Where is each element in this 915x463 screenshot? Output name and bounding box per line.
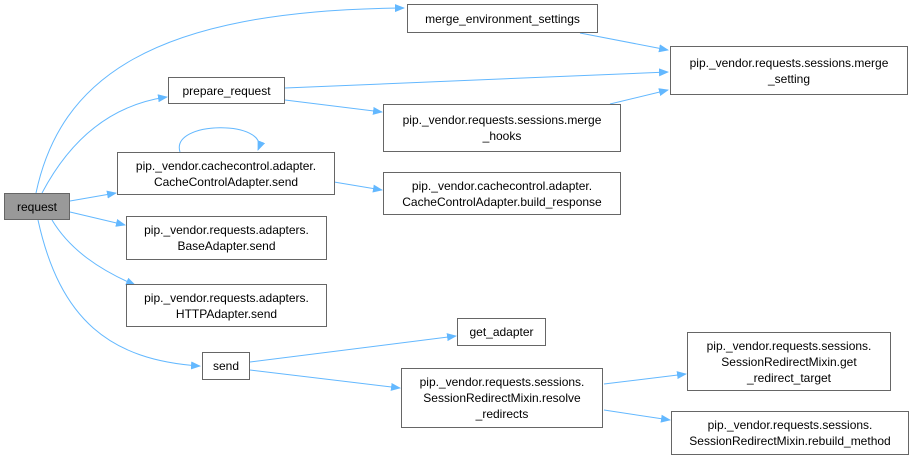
edge-prepare-request-to-merge-hooks — [284, 99, 383, 115]
node-base-adapter-send-line-2: BaseAdapter.send — [177, 239, 276, 253]
node-send[interactable]: send — [202, 352, 250, 380]
node-prepare-request-label: prepare_request — [182, 83, 271, 98]
node-request-label: request — [16, 199, 58, 214]
node-get-redirect-target-line-1: pip._vendor.requests.sessions. — [706, 338, 872, 353]
node-merge-environment-settings-label: merge_environment_settings — [425, 11, 580, 26]
node-resolve-redirects-line-2: SessionRedirectMixin.resolve — [423, 391, 581, 405]
node-cachecontrol-adapter-send-line-2: CacheControlAdapter.send — [153, 174, 299, 189]
node-cachecontrol-adapter-send[interactable]: pip._vendor.cachecontrol.adapter. CacheC… — [117, 152, 335, 195]
edge-send-to-resolve-redirects — [249, 369, 401, 391]
node-get-redirect-target-line-3: _redirect_target — [746, 370, 832, 385]
node-get-redirect-target-line-2: SessionRedirectMixin.get — [721, 354, 857, 369]
edge-merge-environment-settings-to-merge-setting — [579, 32, 669, 53]
node-request[interactable]: request — [4, 193, 70, 220]
node-cachecontrol-adapter-send-line-1: pip._vendor.cachecontrol.adapter. — [135, 158, 317, 173]
node-get-adapter-label: get_adapter — [469, 325, 534, 339]
node-get-adapter[interactable]: get_adapter — [457, 318, 546, 346]
node-merge-hooks-line-1: pip._vendor.requests.sessions.merge — [402, 113, 602, 127]
node-resolve-redirects[interactable]: pip._vendor.requests.sessions. SessionRe… — [401, 368, 603, 428]
node-resolve-redirects-line-1: pip._vendor.requests.sessions. — [419, 375, 585, 389]
node-http-adapter-send-line-1: pip._vendor.requests.adapters. — [144, 290, 309, 305]
edge-request-to-cc-send — [69, 190, 117, 202]
node-build-response[interactable]: pip._vendor.cachecontrol.adapter. CacheC… — [383, 172, 621, 215]
node-rebuild-method-line-1: pip._vendor.requests.sessions. — [707, 418, 873, 432]
node-rebuild-method[interactable]: pip._vendor.requests.sessions. SessionRe… — [671, 411, 909, 455]
node-base-adapter-send[interactable]: pip._vendor.requests.adapters. BaseAdapt… — [126, 216, 327, 260]
node-merge-setting[interactable]: pip._vendor.requests.sessions.merge _set… — [670, 46, 908, 95]
node-prepare-request[interactable]: prepare_request — [168, 77, 285, 104]
node-get-redirect-target[interactable]: pip._vendor.requests.sessions. SessionRe… — [687, 332, 891, 391]
node-merge-setting-line-2: _setting — [767, 71, 811, 86]
edge-resolve-redirects-to-get-redirect-target — [603, 371, 687, 385]
edge-resolve-redirects-to-rebuild-method — [603, 409, 671, 423]
node-merge-environment-settings[interactable]: merge_environment_settings — [407, 4, 598, 33]
node-rebuild-method-line-2: SessionRedirectMixin.rebuild_method — [689, 434, 891, 448]
edge-request-to-send — [37, 219, 201, 370]
node-build-response-line-2: CacheControlAdapter.build_response — [402, 194, 602, 209]
node-send-label: send — [212, 359, 240, 373]
edge-request-to-merge-environment-settings — [35, 4, 405, 194]
edge-cc-send-self-loop — [179, 127, 266, 153]
edge-request-to-http-send — [51, 219, 136, 286]
node-http-adapter-send-line-2: HTTPAdapter.send — [175, 306, 278, 321]
edge-request-to-base-send — [69, 211, 126, 227]
node-merge-hooks[interactable]: pip._vendor.requests.sessions.merge _hoo… — [383, 104, 621, 152]
node-build-response-line-1: pip._vendor.cachecontrol.adapter. — [411, 178, 593, 193]
node-resolve-redirects-line-3: _redirects — [475, 407, 529, 421]
edge-request-to-prepare-request — [41, 94, 168, 194]
edge-send-to-get-adapter — [249, 333, 457, 363]
node-merge-hooks-line-2: _hooks — [482, 129, 522, 143]
edge-cc-send-to-build-response — [333, 181, 383, 193]
node-base-adapter-send-line-1: pip._vendor.requests.adapters. — [144, 223, 309, 237]
edge-merge-hooks-to-merge-setting — [609, 88, 669, 105]
node-merge-setting-line-1: pip._vendor.requests.sessions.merge — [689, 55, 889, 70]
edge-prepare-request-to-merge-setting — [284, 68, 669, 89]
node-http-adapter-send[interactable]: pip._vendor.requests.adapters. HTTPAdapt… — [126, 284, 327, 327]
